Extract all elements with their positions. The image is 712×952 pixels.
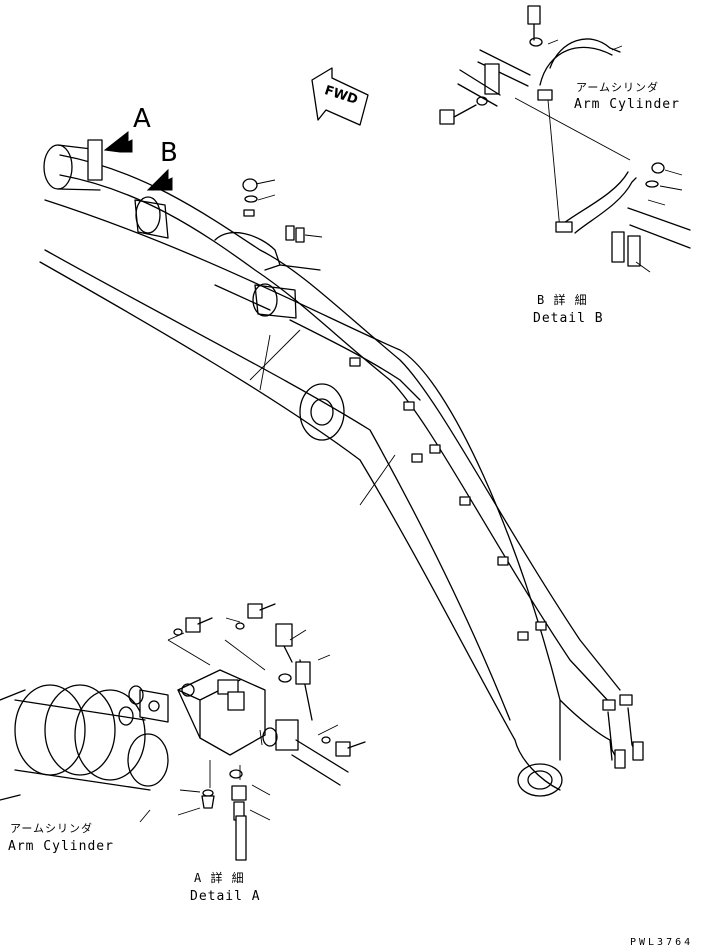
detail-b-arm-cylinder-en: Arm Cylinder (574, 97, 680, 112)
detail-a-title-jp: A 詳 細 (194, 871, 245, 885)
drawing-number: PWL3764 (630, 937, 694, 948)
detail-a-title-en: Detail A (190, 889, 261, 904)
detail-a-drawing (0, 603, 366, 861)
hydraulic-hoses (59, 154, 644, 769)
detail-b-title-en: Detail B (533, 311, 604, 326)
view-b-label: B (160, 138, 178, 168)
view-arrows (103, 130, 173, 191)
cylinder-assembly-top (43, 139, 323, 319)
detail-a-arm-cylinder-en: Arm Cylinder (8, 839, 114, 854)
fwd-arrow (311, 67, 369, 126)
view-a-label: A (133, 104, 151, 134)
detail-b-arm-cylinder-jp: アームシリンダ (576, 81, 660, 94)
detail-b-title-jp: B 詳 細 (537, 293, 588, 307)
detail-b-drawing (439, 5, 691, 273)
detail-a-arm-cylinder-jp: アームシリンダ (10, 822, 94, 835)
excavator-arm (39, 199, 613, 797)
